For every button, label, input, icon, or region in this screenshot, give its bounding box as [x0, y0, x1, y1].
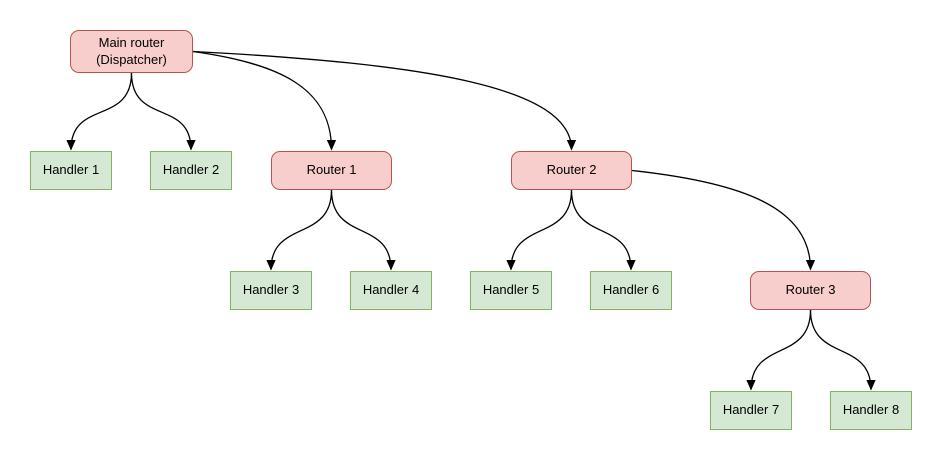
node-handler-3: Handler 3: [230, 271, 312, 310]
edge-router-1-to-handler-4: [330, 189, 396, 271]
handler-8-label: Handler 8: [842, 402, 900, 418]
node-handler-7: Handler 7: [710, 391, 792, 430]
edge-main-router-to-handler-1: [66, 72, 133, 151]
edge-router-2-to-handler-6: [570, 189, 636, 271]
handler-7-label: Handler 7: [722, 402, 780, 418]
node-handler-6: Handler 6: [590, 271, 672, 310]
router-2-label: Router 2: [546, 162, 597, 178]
node-handler-4: Handler 4: [350, 271, 432, 310]
edge-router-3-to-handler-7: [746, 309, 812, 391]
node-main-router: Main router (Dispatcher): [70, 30, 193, 73]
edge-router-2-to-handler-5: [506, 189, 573, 271]
node-router-2: Router 2: [511, 151, 632, 190]
edge-router-2-to-router-3: [631, 169, 816, 271]
node-handler-1: Handler 1: [30, 151, 112, 190]
node-router-3: Router 3: [750, 271, 871, 310]
handler-6-label: Handler 6: [602, 282, 660, 298]
edge-router-1-to-handler-3: [266, 189, 333, 271]
edge-main-router-to-handler-2: [130, 72, 196, 151]
node-handler-8: Handler 8: [830, 391, 912, 430]
node-handler-5: Handler 5: [470, 271, 552, 310]
node-router-1: Router 1: [271, 151, 392, 190]
handler-3-label: Handler 3: [242, 282, 300, 298]
router-3-label: Router 3: [785, 282, 836, 298]
handler-2-label: Handler 2: [162, 162, 220, 178]
edge-main-router-to-router-1: [192, 50, 337, 151]
handler-4-label: Handler 4: [362, 282, 420, 298]
handler-5-label: Handler 5: [482, 282, 540, 298]
node-handler-2: Handler 2: [150, 151, 232, 190]
edge-main-router-to-router-2: [192, 50, 577, 151]
edge-router-3-to-handler-8: [809, 309, 876, 391]
router-1-label: Router 1: [306, 162, 357, 178]
handler-1-label: Handler 1: [42, 162, 100, 178]
main-router-label: Main router (Dispatcher): [96, 34, 167, 67]
